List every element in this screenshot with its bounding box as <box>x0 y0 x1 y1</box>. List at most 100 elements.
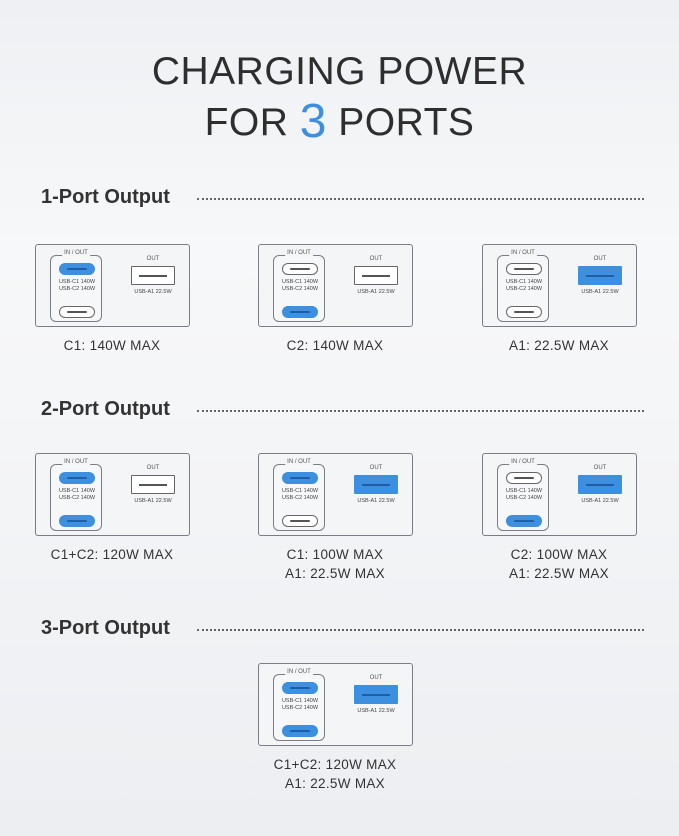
out-label: OUT <box>369 256 383 262</box>
usb-a1-spec: USB-A1 22.5W <box>581 498 619 504</box>
out-label: OUT <box>369 675 383 681</box>
inout-label: IN / OUT <box>285 669 313 675</box>
usb-c2-port-icon <box>59 306 95 318</box>
out-label: OUT <box>146 256 160 262</box>
usb-c2-spec: USB-C2 140W <box>281 705 319 711</box>
caption-line: C1: 140W MAX <box>63 338 161 353</box>
usb-a1-port-icon <box>354 266 398 285</box>
out-label: OUT <box>593 256 607 262</box>
usb-c2-port-icon <box>282 725 318 737</box>
out-label: OUT <box>146 465 160 471</box>
section-heading: 2-Port Output <box>41 398 170 420</box>
caption-line: C1+C2: 120W MAX <box>50 547 174 562</box>
usb-c1-port-icon <box>506 472 542 484</box>
usb-c1-spec: USB-C1 140W <box>58 279 96 285</box>
usb-c1-port-icon <box>59 263 95 275</box>
usb-a1-port-icon <box>131 475 175 494</box>
usb-a1-port-icon <box>578 475 622 494</box>
output-caption: C2: 140W MAX <box>235 336 435 355</box>
caption-line: A1: 22.5W MAX <box>509 338 609 353</box>
usb-c1-spec: USB-C1 140W <box>58 488 96 494</box>
usb-a1-port-icon <box>131 266 175 285</box>
title-prefix: FOR <box>204 101 289 144</box>
section-heading: 3-Port Output <box>41 617 170 639</box>
usb-c1-spec: USB-C1 140W <box>281 488 319 494</box>
inout-label: IN / OUT <box>285 459 313 465</box>
usb-c2-spec: USB-C2 140W <box>505 286 543 292</box>
output-caption: C1+C2: 120W MAX <box>12 545 212 564</box>
usb-c1-port-icon <box>59 472 95 484</box>
usb-c1-port-icon <box>506 263 542 275</box>
section-heading: 1-Port Output <box>41 186 170 208</box>
title-port-count: 3 <box>299 95 327 148</box>
title-suffix: PORTS <box>338 101 475 144</box>
usb-c1-port-icon <box>282 682 318 694</box>
output-caption: C1: 140W MAX <box>12 336 212 355</box>
usb-a1-port-icon <box>354 475 398 494</box>
caption-line: A1: 22.5W MAX <box>285 566 385 581</box>
usb-c2-port-icon <box>506 306 542 318</box>
title-line-1: CHARGING POWER <box>151 50 528 93</box>
out-label: OUT <box>593 465 607 471</box>
usb-c1-port-icon <box>282 263 318 275</box>
usb-c1-port-icon <box>282 472 318 484</box>
usb-c2-port-icon <box>506 515 542 527</box>
inout-label: IN / OUT <box>62 459 90 465</box>
inout-label: IN / OUT <box>509 250 537 256</box>
title-line-2: FOR 3 PORTS <box>0 96 679 146</box>
inout-label: IN / OUT <box>285 250 313 256</box>
usb-c2-port-icon <box>282 515 318 527</box>
usb-a1-spec: USB-A1 22.5W <box>357 498 395 504</box>
usb-a1-spec: USB-A1 22.5W <box>134 498 172 504</box>
usb-c1-spec: USB-C1 140W <box>505 488 543 494</box>
section-divider <box>197 198 644 200</box>
usb-c1-spec: USB-C1 140W <box>281 698 319 704</box>
usb-c2-port-icon <box>59 515 95 527</box>
usb-c2-spec: USB-C2 140W <box>281 286 319 292</box>
usb-a1-spec: USB-A1 22.5W <box>581 289 619 295</box>
output-caption: A1: 22.5W MAX <box>459 336 659 355</box>
usb-a1-port-icon <box>354 685 398 704</box>
caption-line: C1+C2: 120W MAX <box>273 757 397 772</box>
usb-c2-spec: USB-C2 140W <box>281 495 319 501</box>
section-divider <box>197 410 644 412</box>
caption-line: C2: 140W MAX <box>286 338 384 353</box>
usb-c1-spec: USB-C1 140W <box>505 279 543 285</box>
usb-c2-spec: USB-C2 140W <box>505 495 543 501</box>
usb-a1-port-icon <box>578 266 622 285</box>
usb-a1-spec: USB-A1 22.5W <box>357 289 395 295</box>
output-caption: C1+C2: 120W MAX A1: 22.5W MAX <box>235 755 435 793</box>
caption-line: A1: 22.5W MAX <box>285 776 385 791</box>
usb-c1-spec: USB-C1 140W <box>281 279 319 285</box>
section-divider <box>197 629 644 631</box>
usb-c2-spec: USB-C2 140W <box>58 495 96 501</box>
usb-c2-port-icon <box>282 306 318 318</box>
usb-a1-spec: USB-A1 22.5W <box>357 708 395 714</box>
caption-line: A1: 22.5W MAX <box>509 566 609 581</box>
usb-a1-spec: USB-A1 22.5W <box>134 289 172 295</box>
usb-c2-spec: USB-C2 140W <box>58 286 96 292</box>
inout-label: IN / OUT <box>62 250 90 256</box>
